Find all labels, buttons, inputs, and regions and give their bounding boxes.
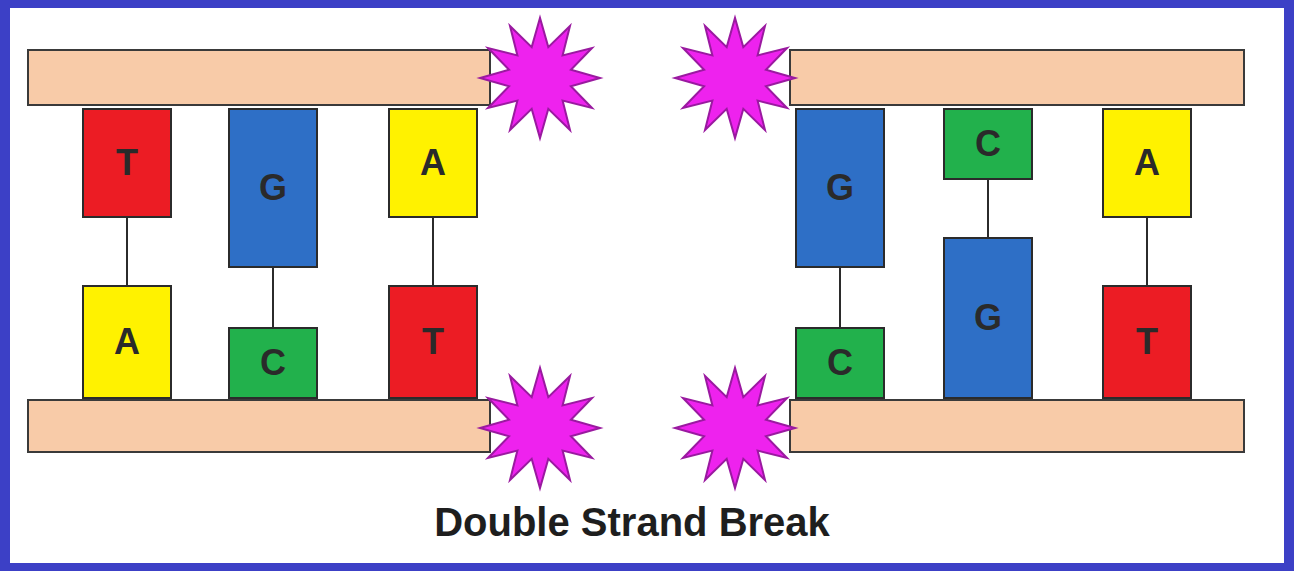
base-letter: C bbox=[260, 345, 286, 381]
base-letter: A bbox=[114, 324, 140, 360]
base-letter: A bbox=[420, 145, 446, 181]
backbone-bar bbox=[28, 400, 490, 452]
nucleotide-box: T bbox=[1102, 285, 1192, 399]
base-letter: A bbox=[1134, 145, 1160, 181]
nucleotide-box: C bbox=[228, 327, 318, 399]
break-burst bbox=[675, 368, 795, 488]
nucleotide-box: A bbox=[1102, 108, 1192, 218]
nucleotide-box: T bbox=[82, 108, 172, 218]
nucleotide-box: A bbox=[388, 108, 478, 218]
backbone-bar bbox=[28, 50, 490, 105]
base-pair-bond bbox=[1146, 218, 1148, 285]
base-pair-bond bbox=[126, 218, 128, 285]
nucleotide-box: G bbox=[943, 237, 1033, 399]
caption-label: Double Strand Break bbox=[434, 500, 830, 544]
white-ground bbox=[10, 8, 1284, 563]
base-letter: G bbox=[259, 170, 287, 206]
nucleotide-box: T bbox=[388, 285, 478, 399]
backbone-bar bbox=[790, 50, 1244, 105]
nucleotide-box: C bbox=[795, 327, 885, 399]
base-letter: T bbox=[422, 324, 444, 360]
break-burst bbox=[480, 18, 600, 138]
base-letter: T bbox=[1136, 324, 1158, 360]
nucleotide-box: G bbox=[228, 108, 318, 268]
base-pair-bond bbox=[839, 268, 841, 327]
base-letter: C bbox=[975, 126, 1001, 162]
base-pair-bond bbox=[987, 180, 989, 237]
base-pair-bond bbox=[272, 268, 274, 327]
break-burst bbox=[480, 368, 600, 488]
backbone-bar bbox=[790, 400, 1244, 452]
nucleotide-box: C bbox=[943, 108, 1033, 180]
base-letter: G bbox=[826, 170, 854, 206]
base-letter: G bbox=[974, 300, 1002, 336]
base-letter: C bbox=[827, 345, 853, 381]
base-pair-bond bbox=[432, 218, 434, 285]
nucleotide-box: A bbox=[82, 285, 172, 399]
nucleotide-box: G bbox=[795, 108, 885, 268]
base-letter: T bbox=[116, 145, 138, 181]
break-burst bbox=[675, 18, 795, 138]
